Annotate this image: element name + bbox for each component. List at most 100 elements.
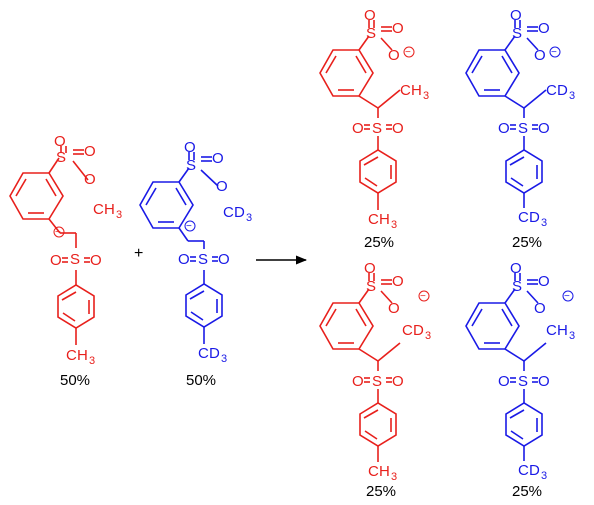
svg-text:−: −: [420, 291, 426, 302]
oxygen-atom: O: [538, 120, 550, 137]
methyl-sub: 3: [569, 330, 575, 342]
methyl-h: H: [557, 322, 568, 339]
reactant-blue: [139, 152, 223, 344]
oxygen-atom: O: [184, 139, 196, 156]
oxygen-atom: O: [538, 20, 550, 37]
oxygen-atom: O: [50, 252, 62, 269]
product-red-ch3-labels: S O O O C H 3 S O O C H 3: [352, 7, 429, 231]
product-red-cd3: [319, 273, 401, 462]
sulfur-atom: S: [186, 157, 196, 174]
oxygen-atom: O: [388, 47, 400, 64]
svg-text:−: −: [55, 227, 61, 238]
oxygen-atom: O: [84, 143, 96, 160]
product-blue-ch3-labels: S O O O C H 3 S O O C D 3: [498, 260, 575, 482]
oxygen-atom: O: [212, 150, 224, 167]
oxygen-atom: O: [90, 252, 102, 269]
oxygen-atom: O: [498, 373, 510, 390]
oxygen-atom: O: [498, 120, 510, 137]
oxygen-atom: O: [178, 251, 190, 268]
methyl-sub: 3: [425, 330, 431, 342]
methyl-sub: 3: [221, 353, 227, 365]
methyl-sub: 3: [89, 355, 95, 367]
methyl-d: D: [529, 209, 540, 226]
oxygen-atom: O: [510, 7, 522, 24]
methyl-c: C: [198, 345, 209, 362]
oxygen-atom: O: [392, 373, 404, 390]
sulfur-atom: S: [366, 278, 376, 295]
methyl-c: C: [368, 463, 379, 480]
oxygen-atom: O: [84, 171, 96, 188]
sulfur-atom: S: [512, 25, 522, 42]
methyl-c: C: [368, 211, 379, 228]
reactant-red-labels: S O O O C H 3 S O O C H 3: [50, 133, 122, 367]
oxygen-atom: O: [364, 260, 376, 277]
sulfur-atom: S: [518, 373, 528, 390]
oxygen-atom: O: [534, 300, 546, 317]
oxygen-atom: O: [216, 178, 228, 195]
product-blue-ch3: [465, 273, 547, 461]
methyl-c: C: [546, 82, 557, 99]
svg-text:−: −: [551, 47, 557, 58]
methyl-sub: 3: [391, 471, 397, 483]
carbanion-charge-r2: −: [184, 220, 196, 232]
methyl-c: C: [518, 209, 529, 226]
methyl-sub: 3: [391, 219, 397, 231]
oxygen-atom: O: [218, 251, 230, 268]
oxygen-atom: O: [392, 273, 404, 290]
sulfur-atom: S: [56, 149, 66, 166]
methoxy-c: C: [223, 204, 234, 221]
methyl-c: C: [546, 322, 557, 339]
sulfonate-charge-p1: −: [403, 46, 415, 58]
product-red-cd3-labels: S O O O C D 3 S O O C H 3: [352, 260, 431, 483]
methyl-c: C: [66, 347, 77, 364]
oxygen-atom: O: [352, 120, 364, 137]
methyl-h: H: [411, 82, 422, 99]
oxygen-atom: O: [538, 273, 550, 290]
oxygen-atom: O: [54, 133, 66, 150]
product-blue-ch3-yield: 25%: [512, 483, 542, 500]
reactant-red: [9, 146, 95, 345]
methyl-h: H: [379, 211, 390, 228]
reactant-blue-yield: 50%: [186, 372, 216, 389]
oxygen-atom: O: [392, 120, 404, 137]
methyl-c: C: [402, 322, 413, 339]
svg-text:−: −: [186, 221, 192, 232]
oxygen-atom: O: [388, 300, 400, 317]
reactant-red-yield: 50%: [60, 372, 90, 389]
reactant-blue-labels: S O O O C D 3 S O O C D 3: [178, 139, 252, 365]
oxygen-atom: O: [534, 47, 546, 64]
sulfur-atom: S: [198, 251, 208, 268]
methyl-h: H: [77, 347, 88, 364]
product-blue-cd3-yield: 25%: [512, 234, 542, 251]
methoxy-c: C: [93, 201, 104, 218]
plus-sign: +: [134, 245, 143, 262]
methyl-sub: 3: [541, 217, 547, 229]
sulfonate-charge-p3: −: [418, 290, 430, 302]
product-blue-cd3-labels: S O O O C D 3 S O O C D 3: [498, 7, 575, 229]
methyl-c: C: [400, 82, 411, 99]
oxygen-atom: O: [352, 373, 364, 390]
product-blue-cd3: [465, 20, 547, 208]
sulfonate-charge-p4: −: [562, 290, 574, 302]
sulfur-atom: S: [512, 278, 522, 295]
sulfur-atom: S: [70, 251, 80, 268]
svg-text:−: −: [405, 47, 411, 58]
methyl-sub: 3: [569, 90, 575, 102]
methoxy-d: D: [234, 204, 245, 221]
methyl-sub: 3: [541, 470, 547, 482]
sulfur-atom: S: [372, 373, 382, 390]
oxygen-atom: O: [392, 20, 404, 37]
sulfur-atom: S: [518, 120, 528, 137]
product-red-ch3-yield: 25%: [364, 234, 394, 251]
oxygen-atom: O: [510, 260, 522, 277]
methoxy-sub: 3: [116, 209, 122, 221]
oxygen-atom: O: [364, 7, 376, 24]
product-red-ch3: [319, 20, 401, 210]
methoxy-h: H: [104, 201, 115, 218]
methyl-d: D: [557, 82, 568, 99]
sulfur-atom: S: [366, 25, 376, 42]
product-red-cd3-yield: 25%: [366, 483, 396, 500]
sulfonate-charge-p2: −: [549, 46, 561, 58]
methyl-d: D: [529, 462, 540, 479]
